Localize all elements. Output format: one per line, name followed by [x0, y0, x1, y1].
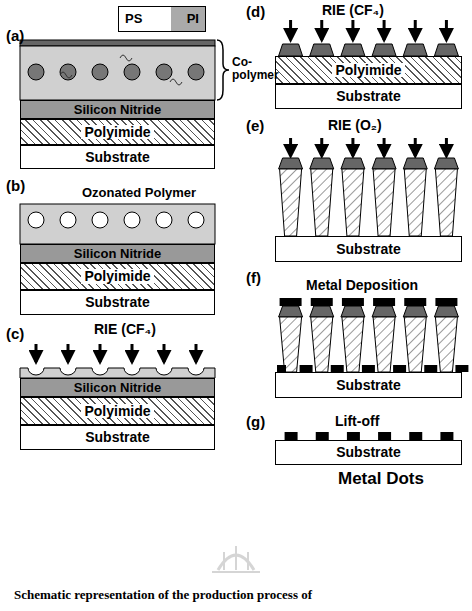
step-label: RIE (CF₄)	[94, 322, 156, 337]
layer-name: Silicon Nitride	[74, 381, 161, 395]
layer-band: Substrate	[275, 84, 462, 109]
layer-band: Silicon Nitride	[20, 244, 215, 263]
ozonated-layer	[20, 204, 215, 244]
layer-band: Polyimide	[20, 119, 215, 145]
panel-letter: (d)	[246, 4, 265, 21]
layer-name: PI	[187, 12, 199, 26]
step-label: RIE (O₂)	[328, 118, 382, 133]
layer-band: Substrate	[275, 236, 462, 262]
layer-name: Substrate	[85, 150, 150, 165]
layer-name: Substrate	[85, 295, 150, 310]
layer-name: Substrate	[336, 445, 401, 460]
panel-letter: (f)	[246, 270, 261, 287]
step-label: Ozonated Polymer	[82, 186, 196, 200]
layer-name: Substrate	[336, 242, 401, 257]
step-label: RIE (CF₄)	[322, 3, 384, 18]
layer-band: Polyimide	[20, 397, 215, 425]
layer-band: Substrate	[20, 290, 215, 315]
panel-letter: (a)	[6, 28, 24, 45]
layer-band: Substrate	[20, 145, 215, 169]
panel-letter: (b)	[6, 178, 25, 195]
legend-box: PS PI	[118, 6, 206, 32]
panel-letter: (c)	[6, 326, 24, 343]
layer-name: PS	[125, 12, 142, 26]
layer-band: Polyimide	[275, 56, 462, 84]
voids	[28, 212, 204, 228]
layer-band: Silicon Nitride	[20, 100, 215, 119]
rie-arrows	[36, 344, 196, 362]
step-label: Lift-off	[335, 414, 379, 429]
layer-name: Polyimide	[332, 63, 404, 78]
layer-band: Silicon Nitride	[20, 378, 215, 397]
layer-band: Substrate	[20, 425, 215, 450]
step-label: Metal Deposition	[306, 278, 418, 293]
layer-band: Polyimide	[20, 263, 215, 290]
layer-band: Substrate	[275, 372, 462, 398]
layer-name: Silicon Nitride	[74, 103, 161, 117]
copolymer-top	[20, 40, 215, 46]
layer-name: Substrate	[336, 89, 401, 104]
layer-name: Substrate	[336, 378, 401, 393]
layer-name: Silicon Nitride	[74, 247, 161, 261]
step-label: Co-polymer	[232, 56, 274, 82]
scalloped-layer	[20, 368, 215, 378]
pi-domains	[28, 64, 204, 80]
figure-caption: Schematic representation of the producti…	[14, 588, 312, 602]
panel-letter: (g)	[246, 414, 265, 431]
layer-name: Polyimide	[81, 269, 153, 284]
panel-letter: (e)	[246, 118, 264, 135]
layer-band: Substrate	[275, 440, 462, 465]
layer-name: Polyimide	[81, 404, 153, 419]
watermark-logo	[212, 546, 260, 572]
bracket	[217, 40, 229, 100]
step-label: Metal Dots	[338, 470, 424, 489]
layer-name: Polyimide	[81, 125, 153, 140]
chain-icon	[60, 55, 182, 85]
copolymer-layer	[20, 46, 215, 100]
layer-name: Substrate	[85, 430, 150, 445]
